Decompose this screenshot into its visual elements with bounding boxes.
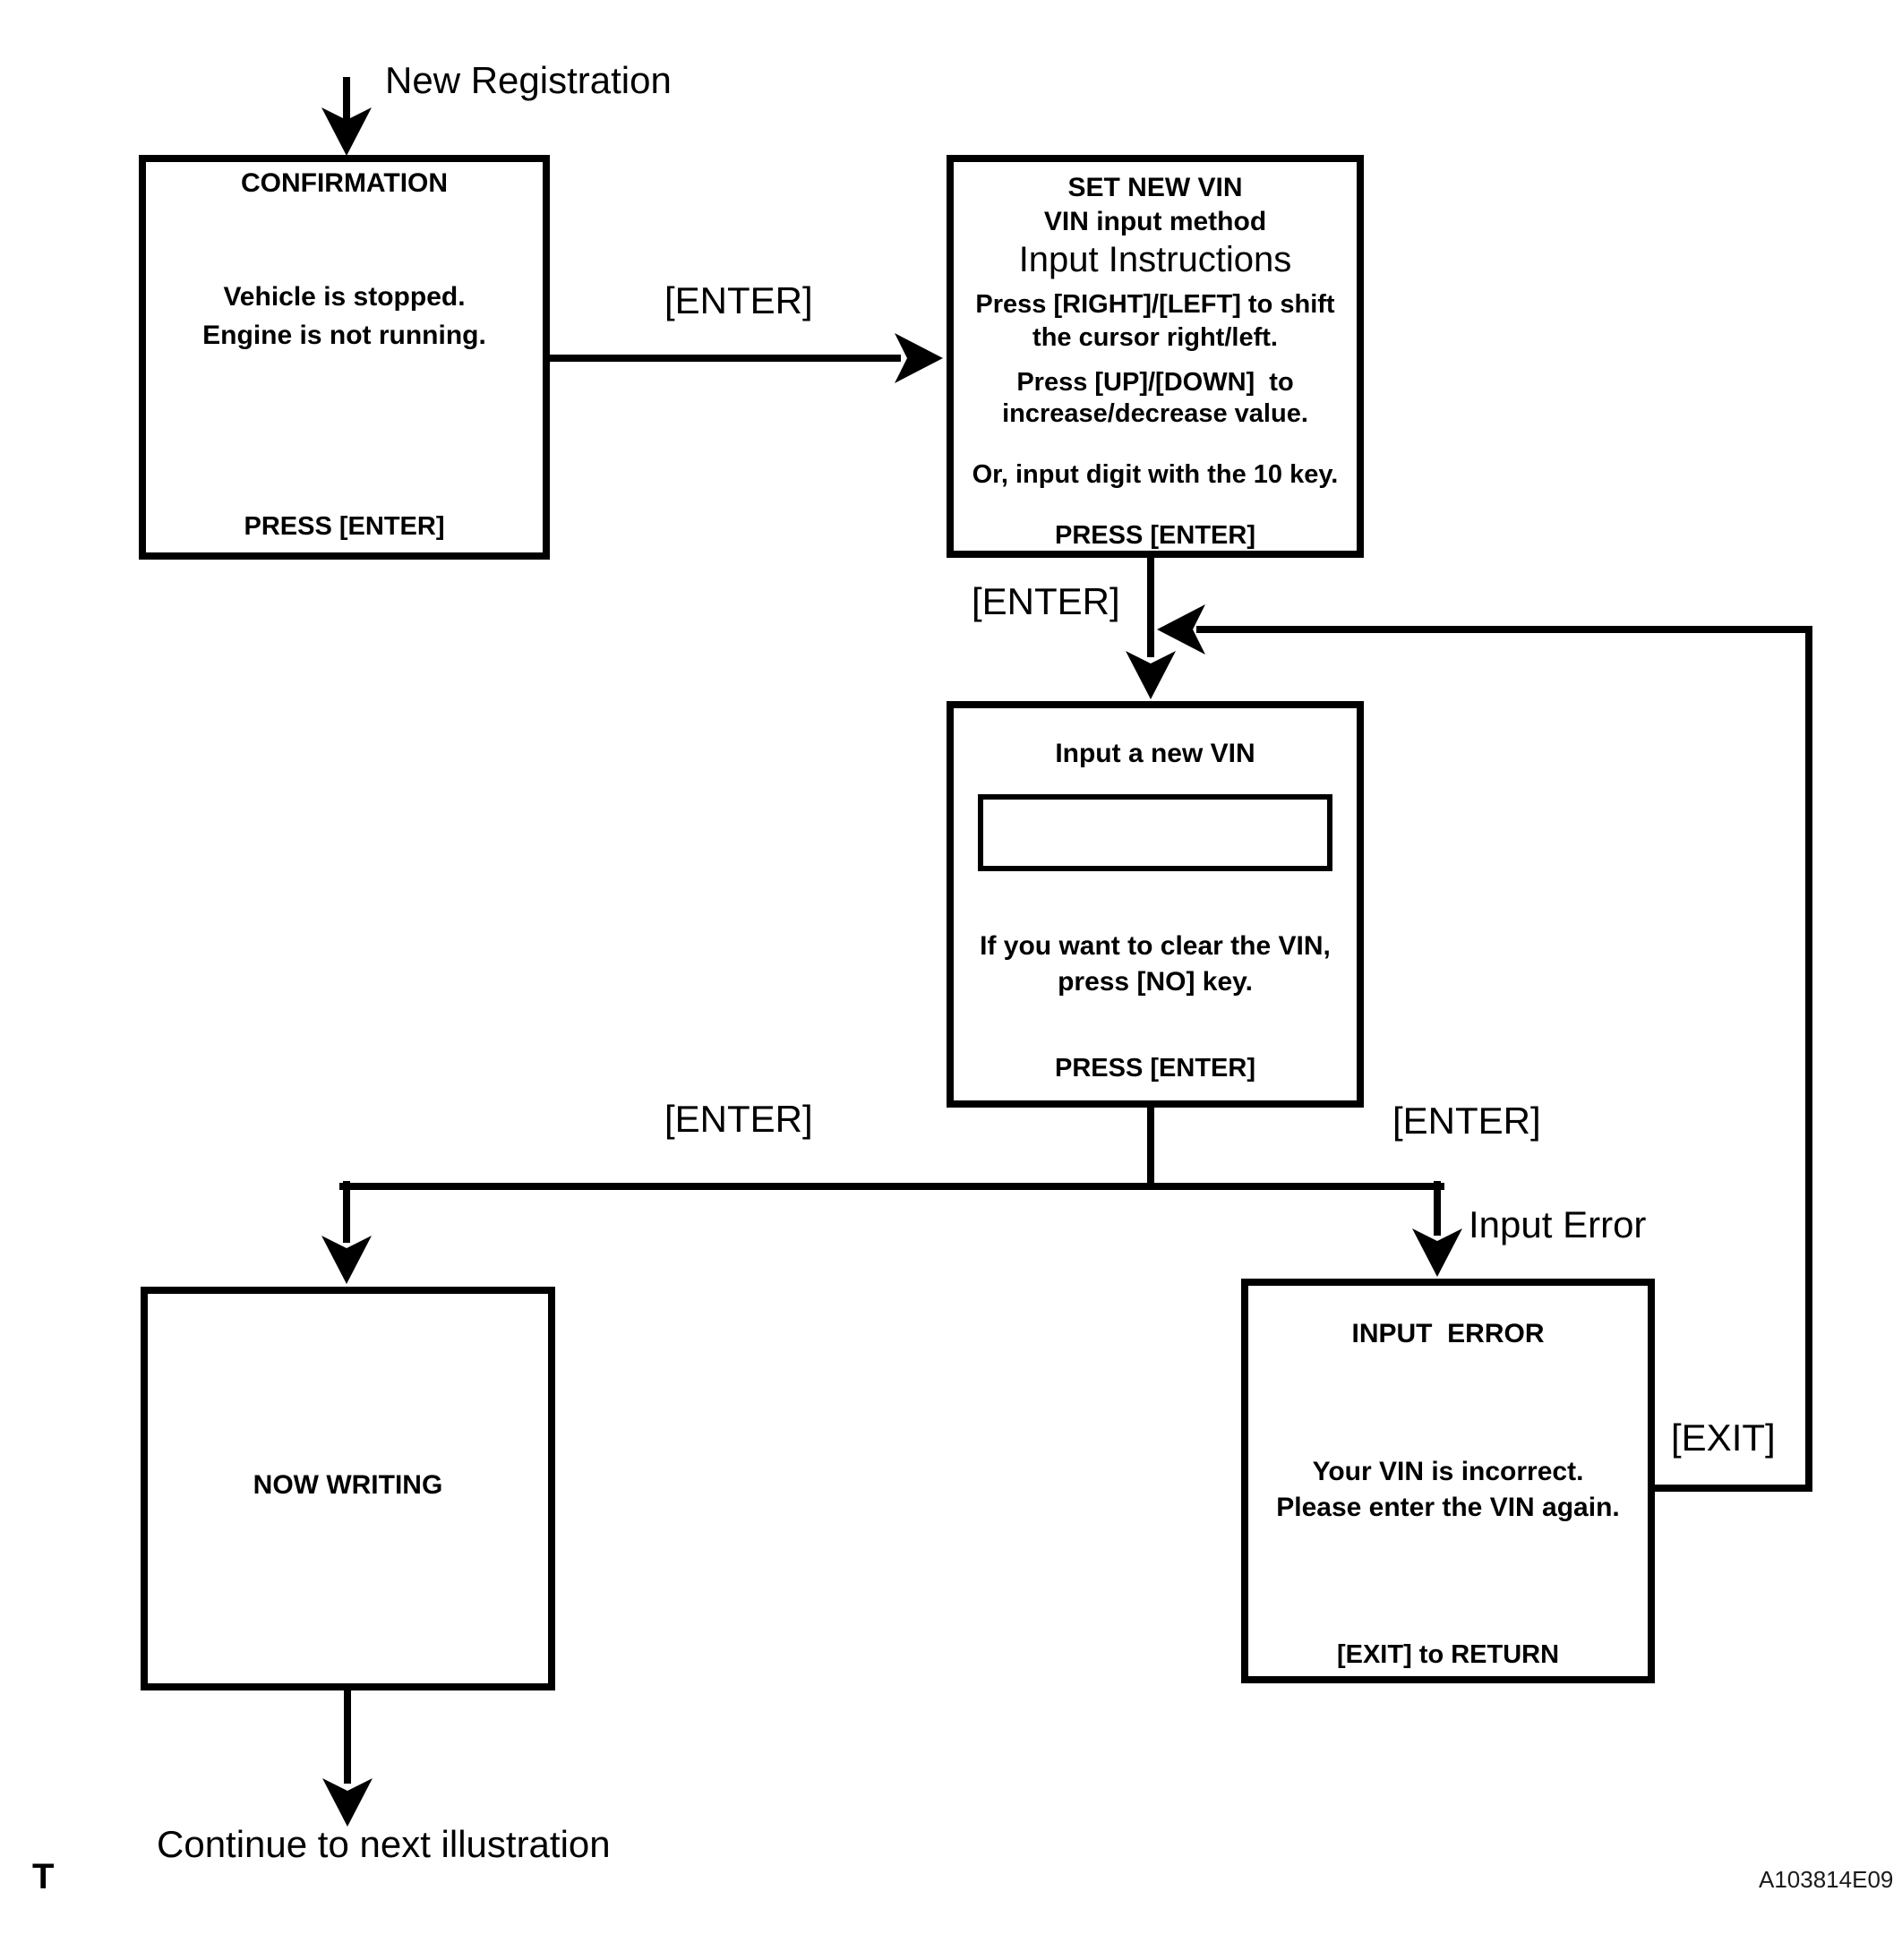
enter-label-branch-left: [ENTER] xyxy=(664,1098,813,1140)
branch-right-head xyxy=(1412,1228,1462,1277)
continue-label: Continue to next illustration xyxy=(157,1823,611,1865)
confirmation-title: CONFIRMATION xyxy=(240,168,449,198)
arrow-new-registration-head xyxy=(321,107,372,156)
setvin-line8: Or, input digit with the 10 key. xyxy=(972,460,1339,489)
branch-lines xyxy=(339,1104,1444,1243)
inputvin-note1: If you want to clear the VIN, xyxy=(980,931,1331,961)
corner-letter: T xyxy=(32,1857,55,1896)
arrow-continue-head xyxy=(322,1778,373,1827)
confirmation-footer: PRESS [ENTER] xyxy=(244,512,445,541)
arrow-setvin-to-inputvin-head xyxy=(1126,651,1176,699)
input-error-title: INPUT ERROR xyxy=(1351,1319,1545,1348)
exit-label: [EXIT] xyxy=(1671,1417,1776,1459)
enter-label-top: [ENTER] xyxy=(664,279,813,321)
now-writing-box: NOW WRITING xyxy=(141,1287,555,1690)
setvin-line3: Input Instructions xyxy=(1018,240,1292,279)
arrow-confirmation-to-setvin-head xyxy=(895,333,943,383)
figure-code: A103814E09 xyxy=(1759,1866,1894,1893)
input-new-vin-box: Input a new VIN If you want to clear the… xyxy=(947,701,1364,1108)
setvin-footer: PRESS [ENTER] xyxy=(1055,521,1255,550)
enter-label-branch-right: [ENTER] xyxy=(1392,1100,1541,1142)
setvin-line2: VIN input method xyxy=(1043,207,1267,236)
exit-return-path xyxy=(1196,626,1812,1492)
new-registration-label: New Registration xyxy=(385,59,672,101)
setvin-line1: SET NEW VIN xyxy=(1067,173,1243,202)
confirmation-line2: Engine is not running. xyxy=(202,321,486,350)
input-error-line2: Please enter the VIN again. xyxy=(1276,1493,1620,1522)
setvin-line6: Press [UP]/[DOWN] to xyxy=(1016,368,1294,397)
vin-input-field xyxy=(978,794,1332,871)
exit-return-head xyxy=(1157,604,1205,655)
input-error-line1: Your VIN is incorrect. xyxy=(1312,1457,1584,1486)
setvin-line5: the cursor right/left. xyxy=(1032,323,1278,352)
input-error-box: INPUT ERROR Your VIN is incorrect. Pleas… xyxy=(1241,1279,1655,1683)
inputvin-note2: press [NO] key. xyxy=(1058,967,1253,997)
branch-left-head xyxy=(321,1236,372,1284)
confirmation-line1: Vehicle is stopped. xyxy=(223,282,466,312)
inputvin-footer: PRESS [ENTER] xyxy=(1055,1054,1255,1083)
set-new-vin-box: SET NEW VIN VIN input method Input Instr… xyxy=(947,155,1364,558)
input-error-label: Input Error xyxy=(1469,1203,1647,1245)
setvin-line7: increase/decrease value. xyxy=(1002,399,1308,428)
setvin-line4: Press [RIGHT]/[LEFT] to shift xyxy=(975,290,1335,319)
input-error-footer: [EXIT] to RETURN xyxy=(1336,1640,1560,1669)
now-writing-title: NOW WRITING xyxy=(253,1470,443,1500)
enter-label-mid: [ENTER] xyxy=(972,580,1120,622)
confirmation-box: CONFIRMATION Vehicle is stopped. Engine … xyxy=(139,155,550,560)
inputvin-title: Input a new VIN xyxy=(1055,739,1255,768)
